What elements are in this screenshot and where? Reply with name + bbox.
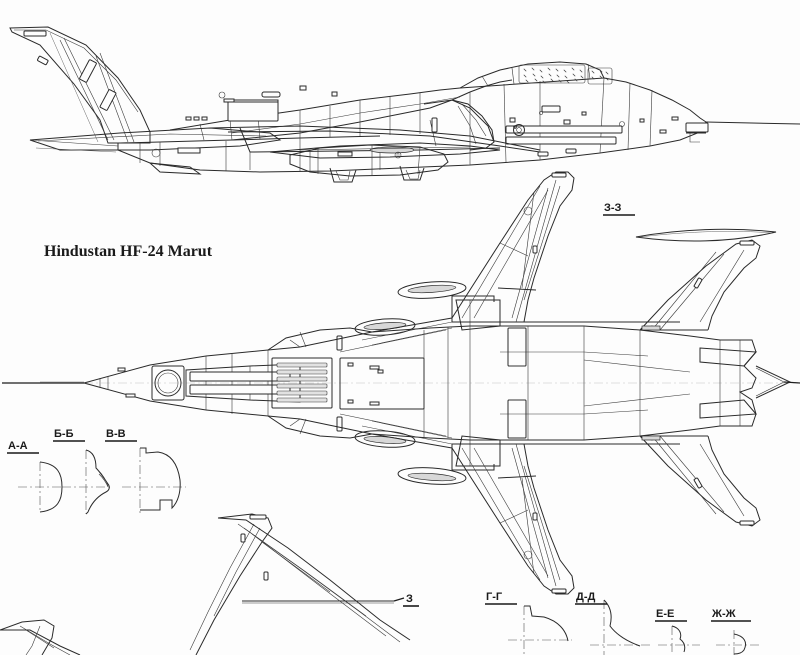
label-section-dd: Д-Д [575,591,607,605]
label-section-zhzh: Ж-Ж [711,608,751,622]
label-section-zz: З-З [603,202,635,216]
section-dd-text: Д-Д [576,591,595,603]
wing-detail-view [189,513,411,655]
cross-section-zhzh [716,630,760,655]
section-vv-text: В-В [106,428,126,440]
label-section-aa: А-А [7,440,39,454]
label-section-z: З [403,593,419,607]
label-section-bb: Б-Б [53,428,85,442]
section-z-text: З [406,593,413,605]
cross-section-dd [590,599,650,655]
section-zhzh-text: Ж-Ж [711,608,736,620]
section-gg-text: Г-Г [486,591,503,603]
cross-section-vv [122,447,186,516]
label-section-gg: Г-Г [485,591,517,605]
label-group: Hindustan HF-24 Marut З-З А-А Б-Б В-В Г-… [7,202,751,622]
canopy-glazing [518,64,613,85]
section-zz-text: З-З [604,202,622,214]
label-section-ee: Е-Е [655,608,687,622]
section-bb-text: Б-Б [54,428,74,440]
side-view-group [9,26,800,183]
cross-section-aa [18,461,63,513]
cross-section-bb [62,449,112,515]
cross-section-ee [658,625,700,655]
louver-panel [271,357,333,409]
wing-fragment-view [0,619,81,655]
plan-view-group [2,171,800,595]
label-section-vv: В-В [105,428,137,442]
section-aa-text: А-А [8,440,28,452]
page-title: Hindustan HF-24 Marut [44,243,213,260]
section-ee-text: Е-Е [656,608,674,620]
cross-section-gg [508,605,572,655]
section-zz-profile [635,228,777,242]
